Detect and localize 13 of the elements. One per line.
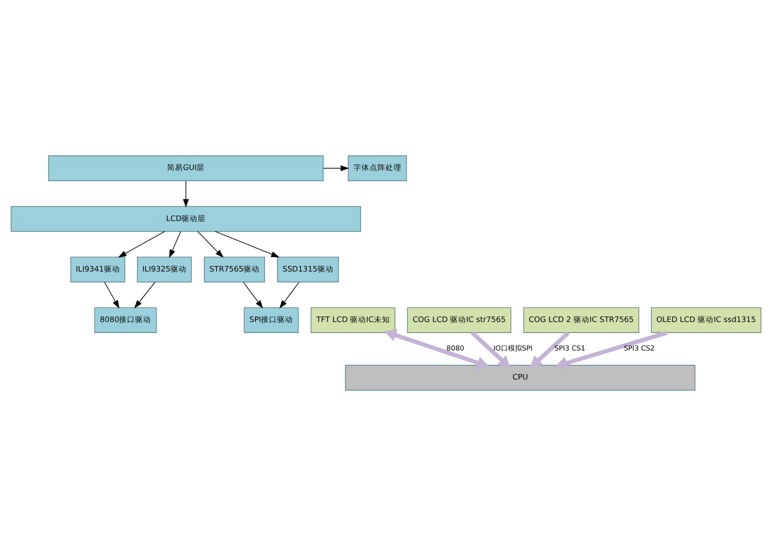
arrow [134,282,156,308]
arrow [279,282,300,308]
arrow [384,329,490,369]
arrow [470,331,511,368]
arrow [182,180,189,208]
arrow [214,231,280,258]
arrow [243,282,264,308]
arrow [322,165,350,172]
arrow [169,231,182,258]
arrow [118,231,166,258]
arrow [104,282,120,309]
arrow [555,330,668,370]
arrow [197,231,224,258]
